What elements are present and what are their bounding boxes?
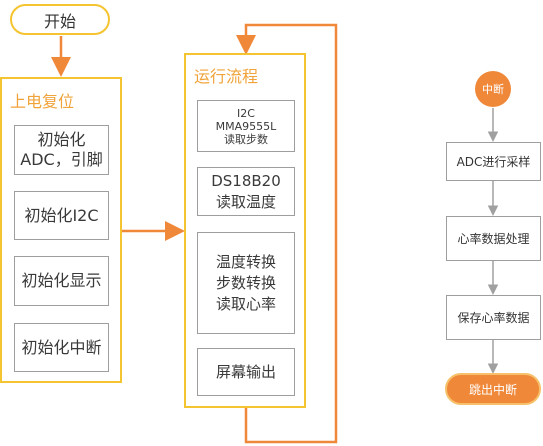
adc-sampling-box: ADC进行采样 xyxy=(446,142,541,181)
loop-back-line xyxy=(236,23,338,444)
init-adc-box: 初始化 ADC，引脚 xyxy=(14,125,109,175)
start-node: 开始 xyxy=(10,4,110,35)
convert-box: 温度转换 步数转换 读取心率 xyxy=(197,232,295,334)
screen-output-box: 屏幕输出 xyxy=(197,348,295,396)
exit-interrupt-node: 跳出中断 xyxy=(445,373,541,405)
init-interrupt-box: 初始化中断 xyxy=(14,323,109,372)
run-flow-title: 运行流程 xyxy=(194,67,259,86)
read-steps-box: I2C MMA9555L 读取步数 xyxy=(197,100,295,152)
interrupt-start-node: 中断 xyxy=(475,71,511,107)
read-temp-box: DS18B20 读取温度 xyxy=(197,167,295,216)
heart-rate-process-box: 心率数据处理 xyxy=(446,216,541,261)
power-reset-title: 上电复位 xyxy=(10,92,75,111)
init-display-box: 初始化显示 xyxy=(14,256,109,306)
init-i2c-box: 初始化I2C xyxy=(14,191,109,240)
save-heart-rate-box: 保存心率数据 xyxy=(446,295,541,340)
